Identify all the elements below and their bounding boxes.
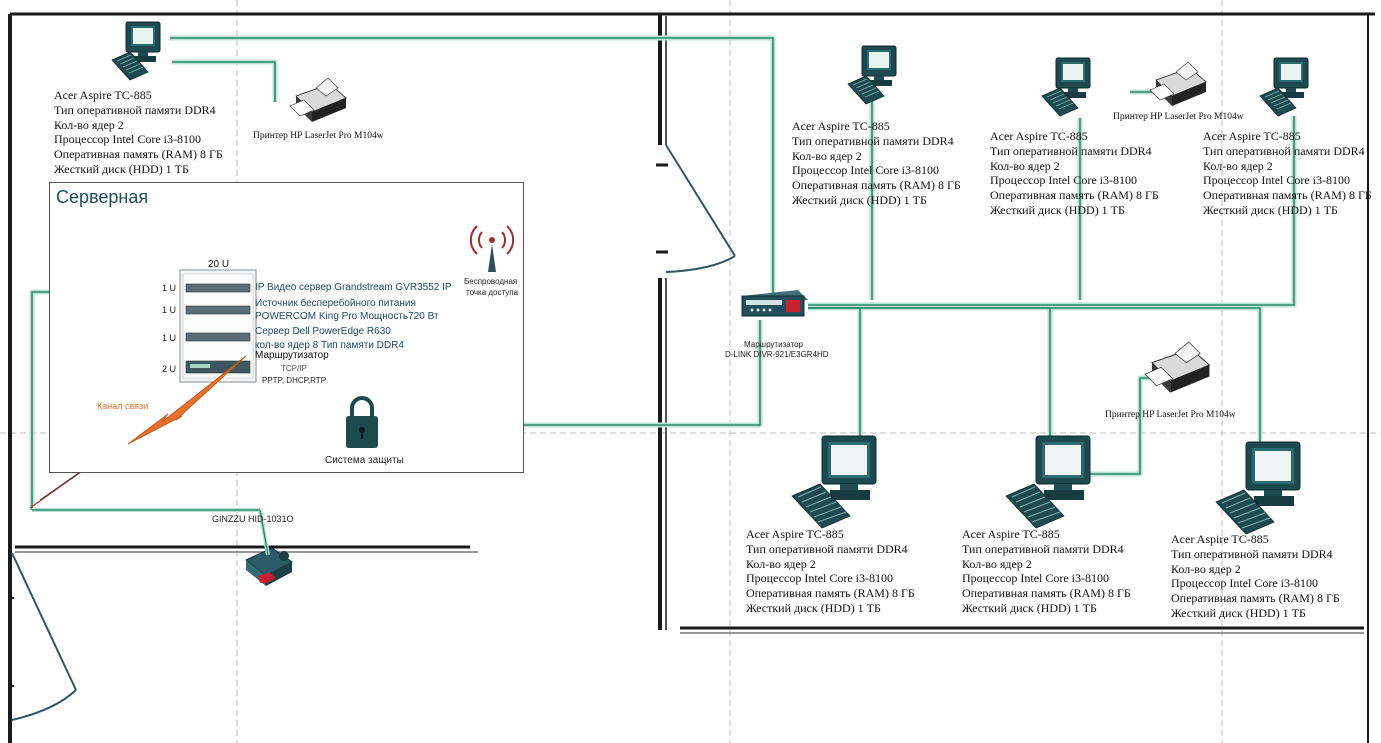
printer-label: Принтер HP LaserJet Pro M104w xyxy=(1113,112,1244,122)
pc-spec-line: Оперативная память (RAM) 8 ГБ xyxy=(746,586,915,601)
tcp-label: TCP/IP xyxy=(281,364,307,373)
pc-spec-line: Тип оперативной памяти DDR4 xyxy=(962,541,1124,556)
pc-spec-block: Acer Aspire TC-885 Тип оперативной памят… xyxy=(792,119,961,208)
lock-icon xyxy=(346,396,378,448)
pc-spec-line: Жесткий диск (HDD) 1 ТБ xyxy=(962,600,1097,615)
pc-spec-line: Оперативная память (RAM) 8 ГБ xyxy=(1203,188,1372,203)
pc-spec-line: Кол-во ядер 2 xyxy=(792,148,862,163)
pc-spec-line: Жесткий диск (HDD) 1 ТБ xyxy=(746,600,881,615)
pc-spec-line: Кол-во ядер 2 xyxy=(746,556,816,571)
pc-spec-line: Тип оперативной памяти DDR4 xyxy=(792,133,954,148)
camera-label: GINZZU HID-1031O xyxy=(212,514,294,524)
device-server-2: кол-во ядер 8 Тип памяти DDR4 xyxy=(255,340,404,351)
pc-spec-line: Кол-во ядер 2 xyxy=(1171,561,1241,576)
rack-unit-label: 1 U xyxy=(162,305,177,315)
pc-spec-line: Жесткий диск (HDD) 1 ТБ xyxy=(54,161,189,176)
device-router: Маршрутизатор xyxy=(255,350,329,361)
pc-spec-line: Оперативная память (RAM) 8 ГБ xyxy=(990,188,1159,203)
pc-spec-line: Кол-во ядер 2 xyxy=(990,158,1060,173)
pc-spec-line: Оперативная память (RAM) 8 ГБ xyxy=(54,147,223,162)
pc-spec-line: Acer Aspire TC-885 xyxy=(990,129,1088,143)
channel-bolt-icon xyxy=(127,355,247,445)
channel-label: Канал связи xyxy=(97,401,149,411)
pc-spec-line: Жесткий диск (HDD) 1 ТБ xyxy=(1203,202,1338,217)
wifi-icon xyxy=(469,225,515,272)
router-label-2: D-LINK DIVR-921/E3GR4HD xyxy=(725,350,829,359)
router-label-1: Маршрутизатор xyxy=(744,340,803,349)
rack-icon xyxy=(179,269,257,383)
wifi-label-1: Беспроводная xyxy=(464,277,518,286)
pc-spec-line: Тип оперативной памяти DDR4 xyxy=(54,102,216,117)
device-server-1: Сервер Dell PowerEdge R630 xyxy=(255,326,391,337)
pc-spec-line: Процессор Intel Core i3-8100 xyxy=(1203,173,1351,188)
rack-unit-label: 1 U xyxy=(162,333,177,343)
pc-spec-block: Acer Aspire TC-885 Тип оперативной памят… xyxy=(962,527,1131,616)
pc-spec-line: Acer Aspire TC-885 xyxy=(746,527,844,541)
pc-spec-line: Жесткий диск (HDD) 1 ТБ xyxy=(792,192,927,207)
pc-spec-line: Acer Aspire TC-885 xyxy=(1203,129,1301,143)
rack-unit-label: 1 U xyxy=(162,283,177,293)
pc-spec-line: Оперативная память (RAM) 8 ГБ xyxy=(962,586,1131,601)
pc-spec-line: Acer Aspire TC-885 xyxy=(792,119,890,133)
pc-spec-line: Кол-во ядер 2 xyxy=(1203,158,1273,173)
pc-spec-block: Acer Aspire TC-885 Тип оперативной памят… xyxy=(1203,129,1372,218)
pc-spec-line: Оперативная память (RAM) 8 ГБ xyxy=(792,178,961,193)
pc-spec-line: Кол-во ядер 2 xyxy=(962,556,1032,571)
pc-spec-line: Жесткий диск (HDD) 1 ТБ xyxy=(990,202,1125,217)
pc-spec-line: Кол-во ядер 2 xyxy=(54,117,124,132)
printer-label: Принтер HP LaserJet Pro M104w xyxy=(253,131,384,141)
security-label: Система защиты xyxy=(325,455,404,466)
rack-units-total: 20 U xyxy=(208,259,230,270)
server-room: Серверная xyxy=(49,182,524,473)
pc-spec-line: Процессор Intel Core i3-8100 xyxy=(746,571,894,586)
pc-spec-line: Acer Aspire TC-885 xyxy=(1171,532,1269,546)
device-ups-2: POWERCOM King Pro Мощность720 Вт xyxy=(255,311,439,322)
pc-spec-line: Процессор Intel Core i3-8100 xyxy=(1171,576,1319,591)
pc-spec-block: Acer Aspire TC-885 Тип оперативной памят… xyxy=(746,527,915,616)
pc-spec-line: Тип оперативной памяти DDR4 xyxy=(746,541,908,556)
protocols-label: PPTP, DHCP,RTP xyxy=(262,376,327,385)
pc-spec-block: Acer Aspire TC-885 Тип оперативной памят… xyxy=(990,129,1159,218)
wifi-label-2: точка доступа xyxy=(466,288,519,297)
pc-spec-line: Процессор Intel Core i3-8100 xyxy=(792,163,940,178)
pc-spec-line: Процессор Intel Core i3-8100 xyxy=(54,132,202,147)
pc-spec-line: Жесткий диск (HDD) 1 ТБ xyxy=(1171,605,1306,620)
pc-spec-line: Процессор Intel Core i3-8100 xyxy=(962,571,1110,586)
router-icon xyxy=(741,290,808,317)
pc-spec-block: Acer Aspire TC-885 Тип оперативной памят… xyxy=(54,88,223,177)
pc-spec-line: Acer Aspire TC-885 xyxy=(962,527,1060,541)
server-room-title: Серверная xyxy=(56,187,149,207)
camera-icon xyxy=(245,547,293,586)
pc-spec-line: Процессор Intel Core i3-8100 xyxy=(990,173,1138,188)
pc-spec-block: Acer Aspire TC-885 Тип оперативной памят… xyxy=(1171,532,1340,621)
printer-label: Принтер HP LaserJet Pro M104w xyxy=(1105,410,1236,420)
pc-spec-line: Acer Aspire TC-885 xyxy=(54,88,152,102)
pc-spec-line: Тип оперативной памяти DDR4 xyxy=(990,143,1152,158)
pc-spec-line: Тип оперативной памяти DDR4 xyxy=(1203,143,1365,158)
pc-spec-line: Тип оперативной памяти DDR4 xyxy=(1171,546,1333,561)
pc-spec-line: Оперативная память (RAM) 8 ГБ xyxy=(1171,591,1340,606)
device-video-server: IP Видео сервер Grandstream GVR3552 IP xyxy=(255,282,452,293)
rack-unit-label: 2 U xyxy=(162,364,177,374)
device-ups-1: Источник бесперебойного питания xyxy=(255,298,416,309)
